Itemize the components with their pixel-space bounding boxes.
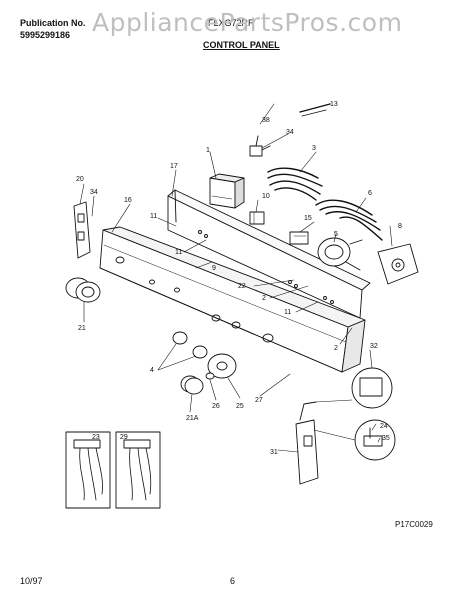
callout-23: 23: [92, 434, 100, 441]
knob-21: [65, 277, 101, 303]
callout-34-left: 34: [90, 189, 98, 196]
callout-8: 8: [398, 223, 402, 230]
callout-15: 15: [304, 215, 312, 222]
callout-20: 20: [76, 176, 84, 183]
watermark: AppliancePartsPros.com: [92, 8, 403, 37]
callout-21a: 21A: [186, 415, 199, 422]
callout-labels: 1 13 38 34 3 17 20 34 16 10 6 11 15 8 5 …: [76, 101, 402, 456]
diagram-code: P17C0029: [395, 520, 433, 529]
callout-32: 32: [370, 343, 378, 350]
connector-38: [249, 135, 271, 157]
callout-9: 9: [212, 265, 216, 272]
callout-1: 1: [206, 147, 210, 154]
callout-35: 35: [382, 435, 390, 442]
knobs-4: [172, 331, 208, 359]
callout-27: 27: [255, 397, 263, 404]
callout-5: 5: [334, 231, 338, 238]
callout-11-mid: 11: [175, 249, 182, 256]
callout-4: 4: [150, 367, 154, 374]
callout-25: 25: [236, 403, 244, 410]
page-number: 6: [230, 576, 236, 586]
callout-13: 13: [330, 101, 338, 108]
callout-2-mid: 2: [262, 295, 266, 302]
callout-29: 29: [120, 434, 128, 441]
control-panel-body: [99, 226, 366, 373]
callout-34: 34: [286, 129, 294, 136]
publication-date: 10/97: [20, 576, 43, 586]
callout-11-low: 11: [284, 309, 291, 316]
timer: [209, 173, 245, 209]
switch-15: [289, 231, 309, 245]
publication-label: Publication No.: [20, 18, 86, 28]
console-backplate: [167, 189, 371, 319]
wire-clip: [299, 103, 331, 117]
callout-38: 38: [262, 117, 270, 124]
lid-switch-assembly: [295, 401, 319, 485]
callout-10: 10: [262, 193, 270, 200]
callout-24: 24: [380, 423, 388, 430]
callout-3: 3: [312, 145, 316, 152]
publication-number: 5995299186: [20, 30, 71, 40]
temperature-switch: [377, 243, 419, 285]
callout-26: 26: [212, 403, 220, 410]
ring-26: [205, 372, 215, 380]
callout-2-low: 2: [334, 345, 338, 352]
switch-10: [249, 211, 265, 225]
model-number: FLXG72RR: [208, 18, 255, 28]
wire-harness: [267, 167, 383, 241]
side-bracket: [73, 201, 91, 259]
leader-lines: [79, 103, 393, 453]
callout-16: 16: [124, 197, 132, 204]
callout-6: 6: [368, 190, 372, 197]
dial-25: [207, 353, 237, 379]
callout-31: 31: [270, 449, 278, 456]
callout-17: 17: [170, 163, 178, 170]
callout-21: 21: [78, 325, 86, 332]
wiring-detail-box: [65, 431, 161, 509]
knob-21a: [180, 375, 204, 395]
section-title: CONTROL PANEL: [203, 40, 280, 50]
callout-22: 22: [238, 283, 246, 290]
callout-11-top: 11: [150, 213, 157, 220]
detail-circle: [351, 367, 396, 461]
pressure-switch: [317, 237, 363, 271]
